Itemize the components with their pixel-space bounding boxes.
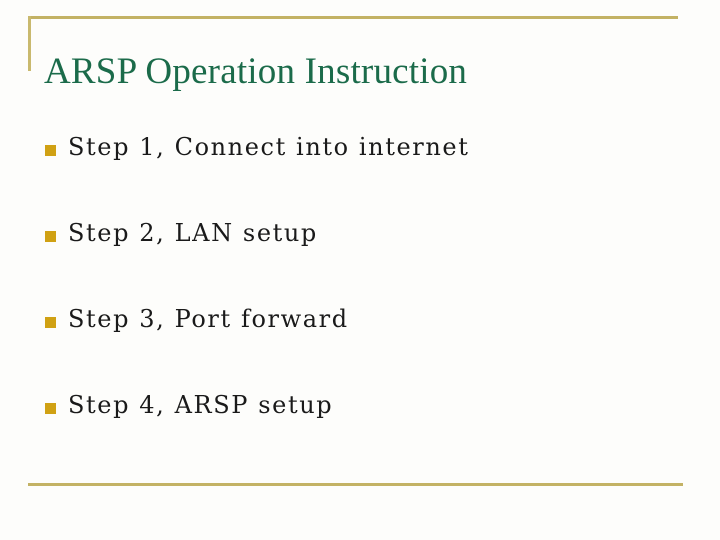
list-item-label: Step 3, Port forward — [68, 305, 349, 333]
list-item-label: Step 4, ARSP setup — [68, 391, 334, 419]
page-title: ARSP Operation Instruction — [44, 50, 468, 92]
square-bullet-icon — [45, 403, 56, 414]
title-top-rule — [28, 16, 678, 19]
list-item-label: Step 1, Connect into internet — [68, 133, 470, 161]
title-left-rule — [28, 16, 31, 71]
list-item: Step 4, ARSP setup — [0, 388, 720, 474]
list-item-label: Step 2, LAN setup — [68, 219, 318, 247]
footer-rule — [28, 483, 683, 486]
list-item: Step 1, Connect into internet — [0, 130, 720, 216]
bullet-list: Step 1, Connect into internet Step 2, LA… — [0, 130, 720, 474]
square-bullet-icon — [45, 231, 56, 242]
list-item: Step 2, LAN setup — [0, 216, 720, 302]
square-bullet-icon — [45, 145, 56, 156]
list-item: Step 3, Port forward — [0, 302, 720, 388]
square-bullet-icon — [45, 317, 56, 328]
